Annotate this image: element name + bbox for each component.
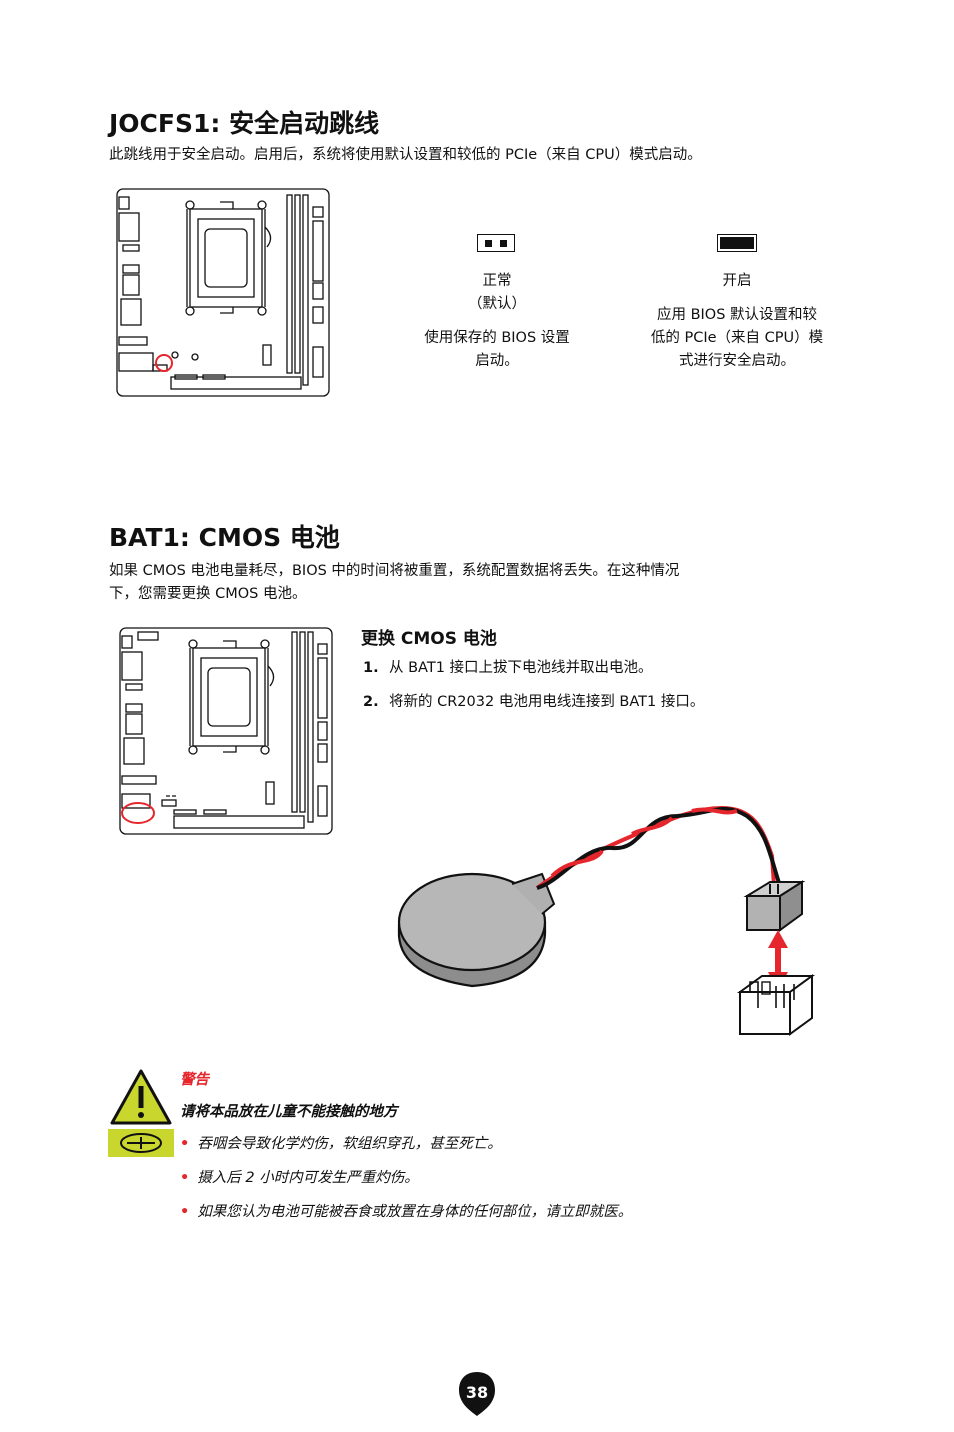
coin-battery-illustration	[397, 805, 816, 1036]
battery-symbol-icon	[108, 1129, 174, 1157]
warning-bullet: •摄入后 2 小时内可发生严重灼伤。	[180, 1170, 419, 1186]
warning-bullet: •如果您认为电池可能被吞食或放置在身体的任何部位，请立即就医。	[180, 1204, 633, 1220]
section2-description: 如果 CMOS 电池电量耗尽，BIOS 中的时间将被重置，系统配置数据将丢失。在…	[109, 563, 680, 602]
jumper-normal-icon	[477, 234, 515, 252]
jumper-enabled-description: 应用 BIOS 默认设置和较 低的 PCIe（来自 CPU）模 式进行安全启动。	[650, 307, 824, 369]
motherboard-diagram	[116, 188, 330, 397]
section1-title: JOCFS1: 安全启动跳线	[109, 109, 380, 138]
step-1: 1.从 BAT1 接口上拔下电池线并取出电池。	[363, 660, 653, 676]
page-number-badge	[459, 1372, 495, 1416]
jumper-normal-label: 正常 （默认）	[468, 273, 526, 312]
motherboard-diagram-bat1	[119, 627, 333, 835]
warning-subtitle: 请将本品放在儿童不能接触的地方	[180, 1104, 398, 1120]
page-number: 38	[465, 1383, 489, 1402]
warning-title: 警告	[180, 1072, 209, 1088]
warning-triangle-icon	[110, 1069, 172, 1125]
section1-description: 此跳线用于安全启动。启用后，系统将使用默认设置和较低的 PCIe（来自 CPU）…	[109, 147, 702, 163]
replace-battery-subtitle: 更换 CMOS 电池	[361, 629, 497, 649]
section2-title: BAT1: CMOS 电池	[109, 523, 340, 552]
warning-bullet: •吞咽会导致化学灼伤，软组织穿孔，甚至死亡。	[180, 1136, 502, 1152]
step-2: 2.将新的 CR2032 电池用电线连接到 BAT1 接口。	[363, 694, 705, 710]
jumper-enabled-icon	[717, 234, 757, 252]
jumper-enabled-label: 开启	[722, 273, 752, 289]
jumper-normal-description: 使用保存的 BIOS 设置 启动。	[424, 330, 570, 369]
